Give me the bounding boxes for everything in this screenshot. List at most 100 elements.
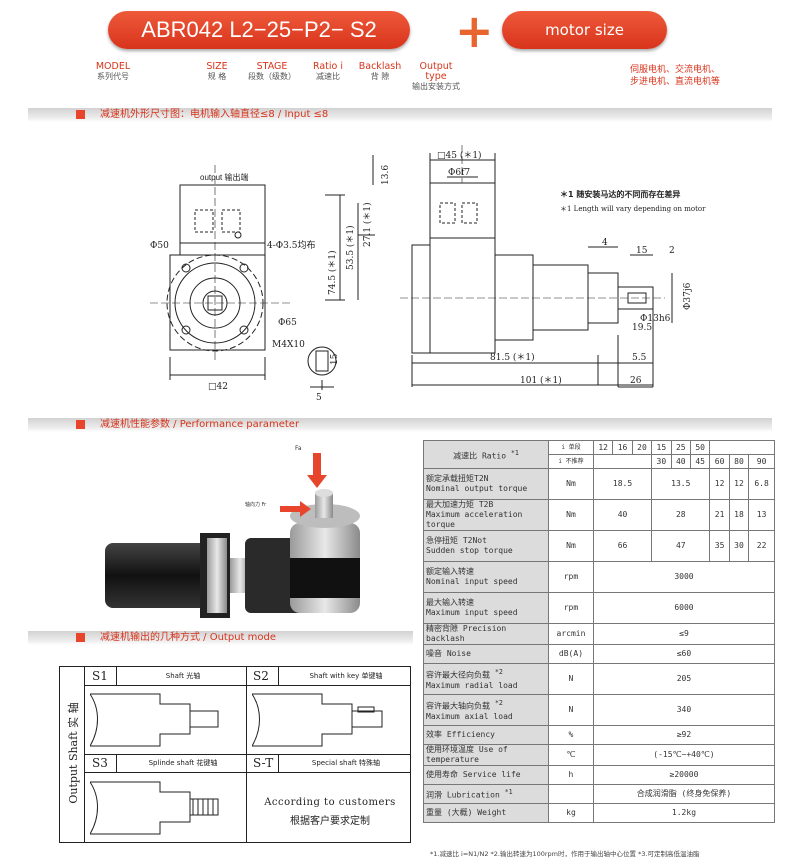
table-row: 润滑 Lubrication *1 合成润滑脂 (终身免保养) [423, 784, 776, 804]
table-row: 减速比 Ratio *1 i 单段 12 16 20 15 25 50 [423, 440, 775, 469]
plus-icon: + [455, 4, 494, 58]
motor-size-pill: motor size [502, 11, 667, 49]
dim-2: 2 [669, 246, 675, 256]
table-row: 使用环境温度 Use of temperature ℃ (-15℃~+40℃) [423, 744, 776, 766]
divider-h [84, 685, 410, 686]
value-cell: 12 [709, 468, 730, 500]
table-row: 使用寿命 Service life h ≥20000 [423, 765, 776, 785]
unit-cell: kg [548, 803, 594, 823]
value-cell: 28 [651, 499, 711, 531]
force-fr-label: 轴向力 Fr [245, 501, 267, 508]
bullet-square-icon [76, 633, 85, 642]
value-cell: 205 [592, 663, 776, 695]
dim-phi50: Φ50 [150, 241, 169, 251]
param-name-cell: 效率 Efficiency [423, 725, 549, 745]
value-cell: ≤60 [592, 644, 776, 664]
value-cell: 6000 [592, 592, 776, 624]
dim-five: 5 [316, 393, 322, 403]
dim-27-1: 27.1 (＊1) [362, 202, 373, 247]
dim-53-5: 53.5 (＊1) [345, 225, 356, 270]
value-cell: 12 [728, 468, 750, 500]
value-cell: 21 [709, 499, 730, 531]
s1-code: S1 [92, 669, 108, 683]
value-cell: ≤9 [592, 623, 776, 645]
dim-phi6f7: Φ6f7 [448, 168, 470, 178]
unit-cell [548, 784, 594, 804]
divider-v [278, 754, 279, 772]
param-name-cell: 噪音 Noise [423, 644, 549, 664]
ratio-cell: 25 [670, 440, 691, 455]
dim-13-6: 13.6 [381, 165, 391, 185]
dim-phi37: Φ37j6 [683, 282, 693, 310]
shaft-spline-icon [90, 781, 219, 835]
dim-m4x10: M4X10 [272, 340, 305, 350]
value-cell: 18.5 [592, 468, 653, 500]
ratio-cell: 20 [631, 440, 653, 455]
unit-cell: Nm [548, 499, 594, 531]
value-cell: ≥20000 [592, 765, 776, 785]
value-cell: 13.5 [651, 468, 711, 500]
custom-zh: 根据客户要求定制 [290, 816, 370, 827]
unit-cell: % [548, 725, 594, 745]
unit-cell: N [548, 663, 594, 695]
unit-cell: N [548, 694, 594, 726]
dim-4: 4 [602, 238, 608, 248]
dim-fifteen: 15 [330, 353, 340, 365]
note1-en: ＊1 Length will vary depending on motor [560, 205, 706, 213]
param-name-cell: 重量 (大概) Weight [423, 803, 549, 823]
value-cell: 18 [728, 499, 750, 531]
ratio-cell: 12 [592, 440, 614, 455]
param-name-cell: 精密背隙 Precision backlash [423, 623, 549, 645]
dim-sq42: □42 [208, 382, 228, 392]
dim-phi13: Φ13h6 [640, 314, 671, 324]
ratio-cell: 15 [651, 440, 672, 455]
divider-v [116, 667, 117, 685]
ratio-cell: 40 [670, 454, 691, 469]
dim-81-5: 81.5 (＊1) [490, 352, 535, 363]
divider-v [116, 754, 117, 772]
value-cell: 30 [728, 530, 750, 562]
table-footnote: *1.减速比 i=N1/N2 *2.输出转速为100rpm时，作用于输出轴中心位… [430, 850, 700, 858]
force-fa-label: Fa [295, 445, 302, 452]
dimension-drawing: output 输出端 Φ50 4-Φ3.5均布 Φ65 □42 M4X10 5 … [150, 145, 706, 403]
table-row: 效率 Efficiency % ≥92 [423, 725, 776, 745]
table-row: 噪音 Noise dB(A) ≤60 [423, 644, 776, 664]
param-name-cell: 使用寿命 Service life [423, 765, 549, 785]
unit-cell: rpm [548, 561, 594, 593]
value-cell: 合成润滑脂 (终身免保养) [592, 784, 776, 804]
value-cell: (-15℃~+40℃) [592, 744, 776, 766]
unit-cell: ℃ [548, 744, 594, 766]
shaft-plain-icon [90, 693, 219, 747]
model-code: ABR042 L2−25−P2− S2 [141, 17, 377, 42]
dim-26: 26 [630, 376, 642, 386]
bullet-square-icon [76, 110, 85, 119]
dim-phi65: Φ65 [278, 318, 297, 328]
value-cell: 35 [709, 530, 730, 562]
st-code: S-T [253, 756, 274, 770]
custom-en: According to customers [264, 797, 396, 808]
unit-cell: Nm [548, 530, 594, 562]
section-title-output-mode: 减速机输出的几种方式 / Output mode [100, 632, 277, 643]
unit-cell: h [548, 765, 594, 785]
output-shaft-side-label: Output Shaft 实 轴 [60, 667, 85, 842]
value-cell: 6.8 [748, 468, 775, 500]
output-label: output 输出端 [200, 172, 248, 182]
output-mode-box: Output Shaft 实 轴 S1 Shaft 光轴 S2 Shaft wi… [59, 666, 411, 843]
table-row: 精密背隙 Precision backlash arcmin ≤9 [423, 623, 776, 645]
section-title-dimensions: 减速机外形尺寸图：电机输入轴直径≤8 / Input ≤8 [100, 109, 329, 120]
ratio-cell: 16 [612, 440, 633, 455]
dim-15: 15 [636, 246, 648, 256]
s2-name: Shaft with key 单键轴 [309, 672, 383, 680]
st-name: Special shaft 特殊轴 [311, 759, 381, 767]
dim-101: 101 (＊1) [520, 375, 562, 386]
